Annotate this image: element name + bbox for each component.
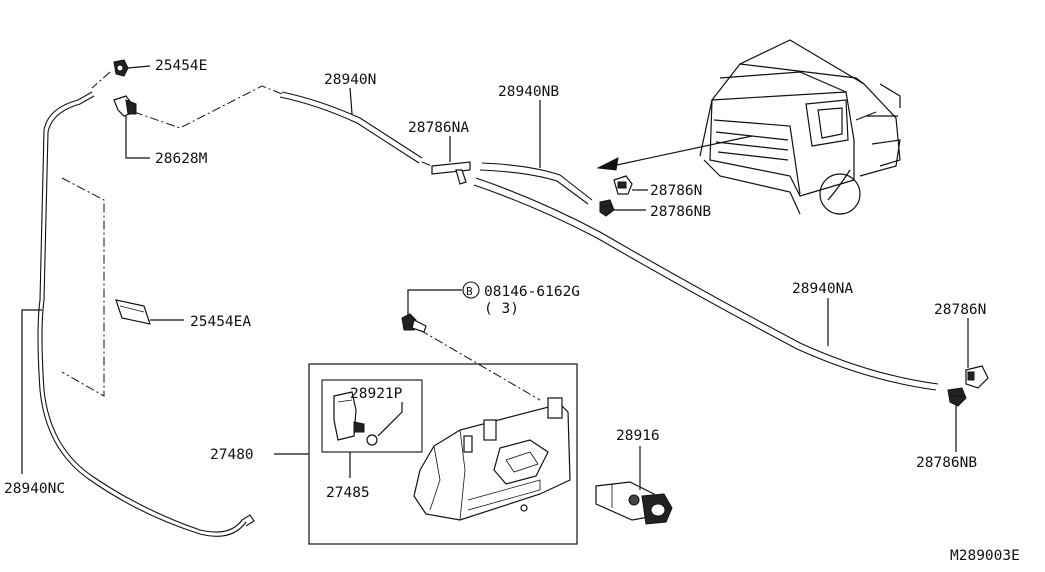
label-25454E: 25454E — [155, 58, 207, 74]
part-28916 — [595, 481, 673, 525]
label-27480: 27480 — [210, 447, 254, 463]
label-08146-qty: ( 3) — [484, 301, 519, 317]
label-25454EA: 25454EA — [190, 314, 251, 330]
nozzle-28786N-top — [613, 175, 633, 195]
nozzle-28786N-right — [965, 365, 989, 389]
pump-28921P — [333, 391, 378, 446]
label-28786NB-right: 28786NB — [916, 455, 977, 471]
leader-28940NC — [21, 309, 42, 474]
washer-tank-27480 — [413, 397, 571, 521]
nozzle-28786NB-top — [599, 199, 615, 217]
label-28940NA: 28940NA — [792, 281, 853, 297]
hose-28940NC — [37, 91, 247, 537]
hose-end — [241, 514, 255, 527]
pump-assembly-box — [321, 379, 423, 453]
hose-28940NA — [475, 177, 939, 385]
assembly-line-bolt — [419, 329, 541, 401]
location-arrowhead — [596, 157, 619, 171]
label-08146-6162G: 08146-6162G — [484, 284, 580, 300]
bolt-marker-letter: B — [466, 285, 473, 298]
label-28916: 28916 — [616, 428, 660, 444]
label-28940NB: 28940NB — [498, 84, 559, 100]
leader-bolt — [407, 289, 462, 316]
leader-28940N — [349, 87, 353, 115]
label-28921P: 28921P — [350, 386, 403, 402]
label-28628M: 28628M — [155, 151, 208, 167]
label-27485: 27485 — [326, 485, 370, 501]
hose-28940N — [281, 91, 423, 159]
leader-25454E — [127, 65, 151, 69]
bolt-08146-6162G — [401, 313, 427, 333]
bolt-marker-circle — [462, 281, 480, 299]
label-28786N-top: 28786N — [650, 183, 702, 199]
clip-25454E — [113, 59, 129, 77]
truck-illustration — [699, 39, 901, 215]
nozzle-28786NB-right — [947, 387, 967, 407]
assembly-line-tee — [421, 161, 433, 167]
hose-28940NA-inner — [473, 184, 937, 391]
assembly-line-tank-frame — [61, 177, 105, 397]
bracket-25454EA — [115, 299, 151, 325]
label-28786NA: 28786NA — [408, 120, 469, 136]
location-arrow — [611, 135, 753, 167]
label-28786NB-top: 28786NB — [650, 204, 711, 220]
label-28940N: 28940N — [324, 72, 376, 88]
hose-28940NB-inner — [479, 169, 589, 205]
assembly-line-top — [91, 71, 111, 89]
label-28786N-right: 28786N — [934, 302, 986, 318]
diagram-code: M289003E — [950, 548, 1020, 564]
assembly-line-pump-hose — [133, 85, 283, 129]
leader-28921P — [377, 402, 403, 437]
valve-28628M — [113, 95, 137, 117]
leader-28628M — [125, 116, 150, 159]
tee-joint-28786NA — [431, 161, 471, 185]
label-28940NC: 28940NC — [4, 481, 65, 497]
hose-28940N-inner — [279, 96, 420, 164]
hose-28940NB — [481, 162, 593, 201]
hose-28940NC-inner — [41, 95, 243, 533]
